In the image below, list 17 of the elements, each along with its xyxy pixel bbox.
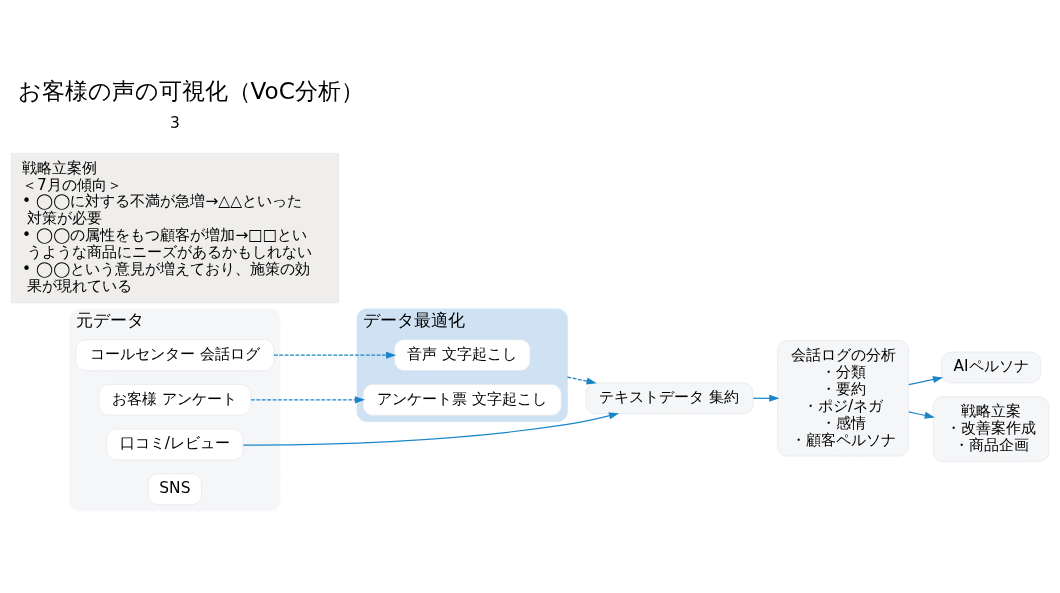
- arrow: [908, 410, 935, 419]
- node-box: アンケート票 文字起こし: [362, 383, 562, 416]
- node-box: AIペルソナ: [940, 351, 1042, 383]
- arrow: [908, 375, 944, 385]
- node-box: テキストデータ 集約: [585, 382, 754, 414]
- arrow: [566, 375, 597, 385]
- node-box: 会話ログの分析 ・分類 ・要約 ・ポジ/ネガ ・感情 ・顧客ペルソナ: [777, 339, 909, 456]
- label: 3: [170, 113, 180, 132]
- node-box: コールセンター 会話ログ: [75, 338, 275, 371]
- arrow: [242, 411, 620, 446]
- node-box: お客様 アンケート: [98, 383, 252, 416]
- node-box: 戦略立案 ・改善案作成 ・商品企画: [932, 395, 1050, 462]
- arrow: [273, 351, 397, 359]
- arrow: [250, 395, 366, 403]
- diagram-title: お客様の声の可視化（VoC分析）: [17, 77, 364, 104]
- node-box: 音声 文字起こし: [394, 338, 531, 371]
- node-box: 口コミ/レビュー: [106, 428, 244, 460]
